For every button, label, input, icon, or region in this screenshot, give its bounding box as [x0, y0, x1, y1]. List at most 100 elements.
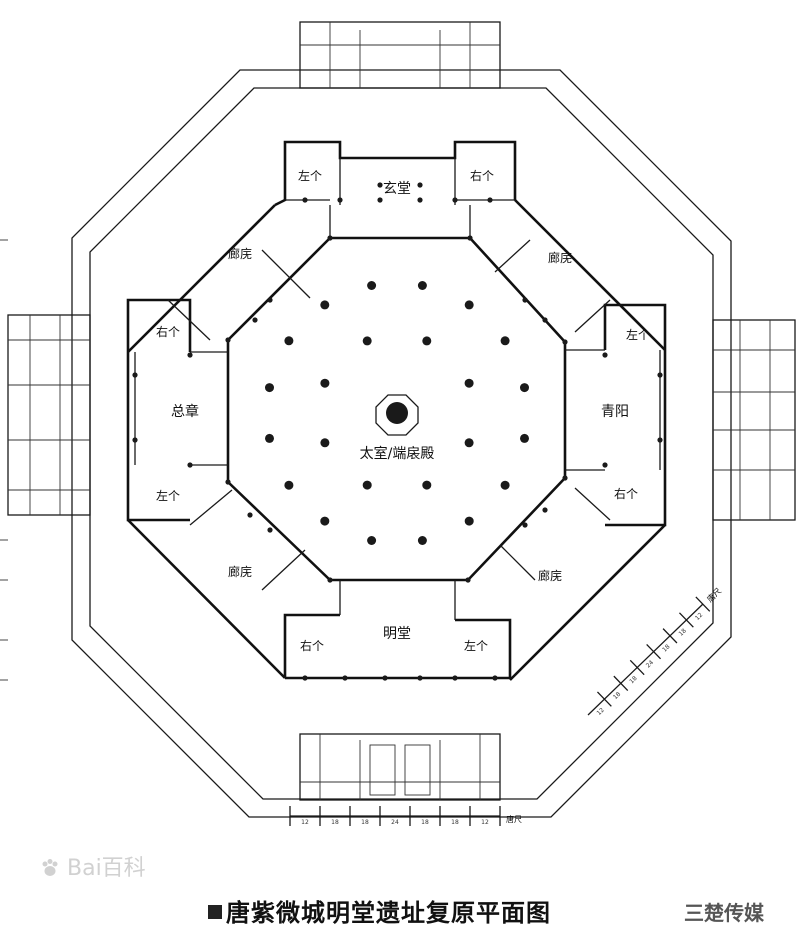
central-altar [375, 394, 419, 436]
scale-tick-label: 12 [481, 819, 489, 826]
wall-column [522, 297, 528, 303]
scale-tick-label: 12 [596, 706, 606, 716]
column-dot [464, 378, 474, 388]
wall-column [542, 507, 548, 513]
column-grid [132, 182, 663, 681]
wall-column [327, 235, 333, 241]
column-dot [417, 281, 427, 290]
wall-column [377, 182, 383, 188]
column-dot [367, 536, 377, 545]
wall-column [562, 475, 568, 481]
room-labels: 左个 玄堂 右个 廊庑 廊庑 右个 总章 左个 左个 青阳 右个 太室/端扆殿 … [156, 168, 650, 653]
column-dot [265, 383, 274, 393]
column-dot [422, 480, 432, 490]
east-stair [712, 319, 796, 521]
title-text: 唐紫微城明堂遗址复原平面图 [226, 898, 551, 927]
scale-tick-label: 18 [361, 819, 369, 826]
wall-column [187, 462, 193, 468]
wall-column [602, 462, 608, 468]
label-south-hall: 明堂 [383, 626, 411, 642]
watermark-logo: Bai百科 [40, 850, 170, 890]
label-north-left: 左个 [298, 168, 322, 183]
wall-column [225, 337, 231, 343]
label-east-top: 左个 [626, 327, 650, 342]
altar-core [386, 402, 408, 424]
wall-column [657, 372, 663, 378]
scale-tick-label: 18 [661, 643, 671, 653]
wall-column [562, 339, 568, 345]
wall-column [267, 297, 273, 303]
watermark-text: Bai百科 [67, 856, 146, 881]
label-nw-gallery: 廊庑 [228, 246, 252, 261]
scale-tick [678, 612, 694, 628]
wall-column [187, 352, 193, 358]
scale-tick-label: 18 [628, 675, 638, 685]
column-dot [367, 281, 377, 290]
wall-column [225, 479, 231, 485]
label-west-bottom: 左个 [156, 488, 180, 503]
column-dot [464, 300, 474, 310]
label-east-hall: 青阳 [601, 404, 629, 420]
wall-column [132, 372, 138, 378]
column-dot [464, 438, 474, 448]
wall-column [417, 182, 423, 188]
wall-column [452, 675, 458, 681]
wall-column [657, 437, 663, 443]
scale-tick-label: 18 [331, 819, 339, 826]
scale-tick-label: 24 [645, 659, 655, 669]
column-dot [320, 300, 330, 310]
scale-tick [629, 659, 645, 676]
column-dot [520, 383, 529, 393]
column-dot [284, 480, 294, 490]
south-stair [299, 733, 501, 801]
column-dot [520, 433, 529, 443]
wall-column [382, 675, 388, 681]
wall-column [342, 675, 348, 681]
column-dot [422, 336, 432, 346]
wall-column [487, 197, 493, 203]
column-dot [464, 516, 474, 526]
wall-column [602, 352, 608, 358]
label-west-top: 右个 [156, 324, 180, 339]
scale-tick-label: 12 [301, 819, 309, 826]
label-east-bottom: 右个 [614, 486, 638, 501]
column-dot [320, 516, 330, 526]
wall-column [522, 522, 528, 528]
label-ne-gallery: 廊庑 [548, 250, 572, 265]
column-dot [417, 536, 427, 545]
scale-diag-unit: 唐尺 [705, 586, 723, 604]
column-dot [265, 433, 274, 443]
scale-tick-label: 18 [451, 819, 459, 826]
wall-column [452, 197, 458, 203]
label-se-gallery: 廊庑 [538, 568, 562, 583]
label-south-left: 右个 [300, 638, 324, 653]
scale-tick [695, 596, 711, 612]
label-west-hall: 总章 [171, 403, 199, 420]
wall-column [247, 512, 253, 518]
wall-column [542, 317, 548, 323]
building-outline [126, 140, 667, 681]
scale-tick [596, 691, 612, 707]
north-stair [299, 21, 501, 89]
column-dot [320, 438, 330, 448]
wall-column [465, 577, 471, 583]
label-sw-gallery: 廊庑 [228, 564, 252, 579]
wall-column [377, 197, 383, 203]
paw-icon [42, 859, 58, 876]
scale-tick [646, 644, 662, 660]
scale-tick-label: 18 [421, 819, 429, 826]
label-north-right: 右个 [470, 168, 494, 183]
wall-column [302, 675, 308, 681]
wall-column [252, 317, 258, 323]
column-dot [362, 336, 372, 346]
publisher-mark: 三楚传媒 [684, 901, 764, 925]
column-dot [500, 336, 510, 346]
wall-column [327, 577, 333, 583]
label-center: 太室/端扆殿 [360, 445, 435, 462]
scale-tick-label: 24 [391, 819, 399, 826]
wall-column [492, 675, 498, 681]
column-dot [362, 480, 372, 490]
label-north-hall: 玄堂 [383, 180, 411, 197]
